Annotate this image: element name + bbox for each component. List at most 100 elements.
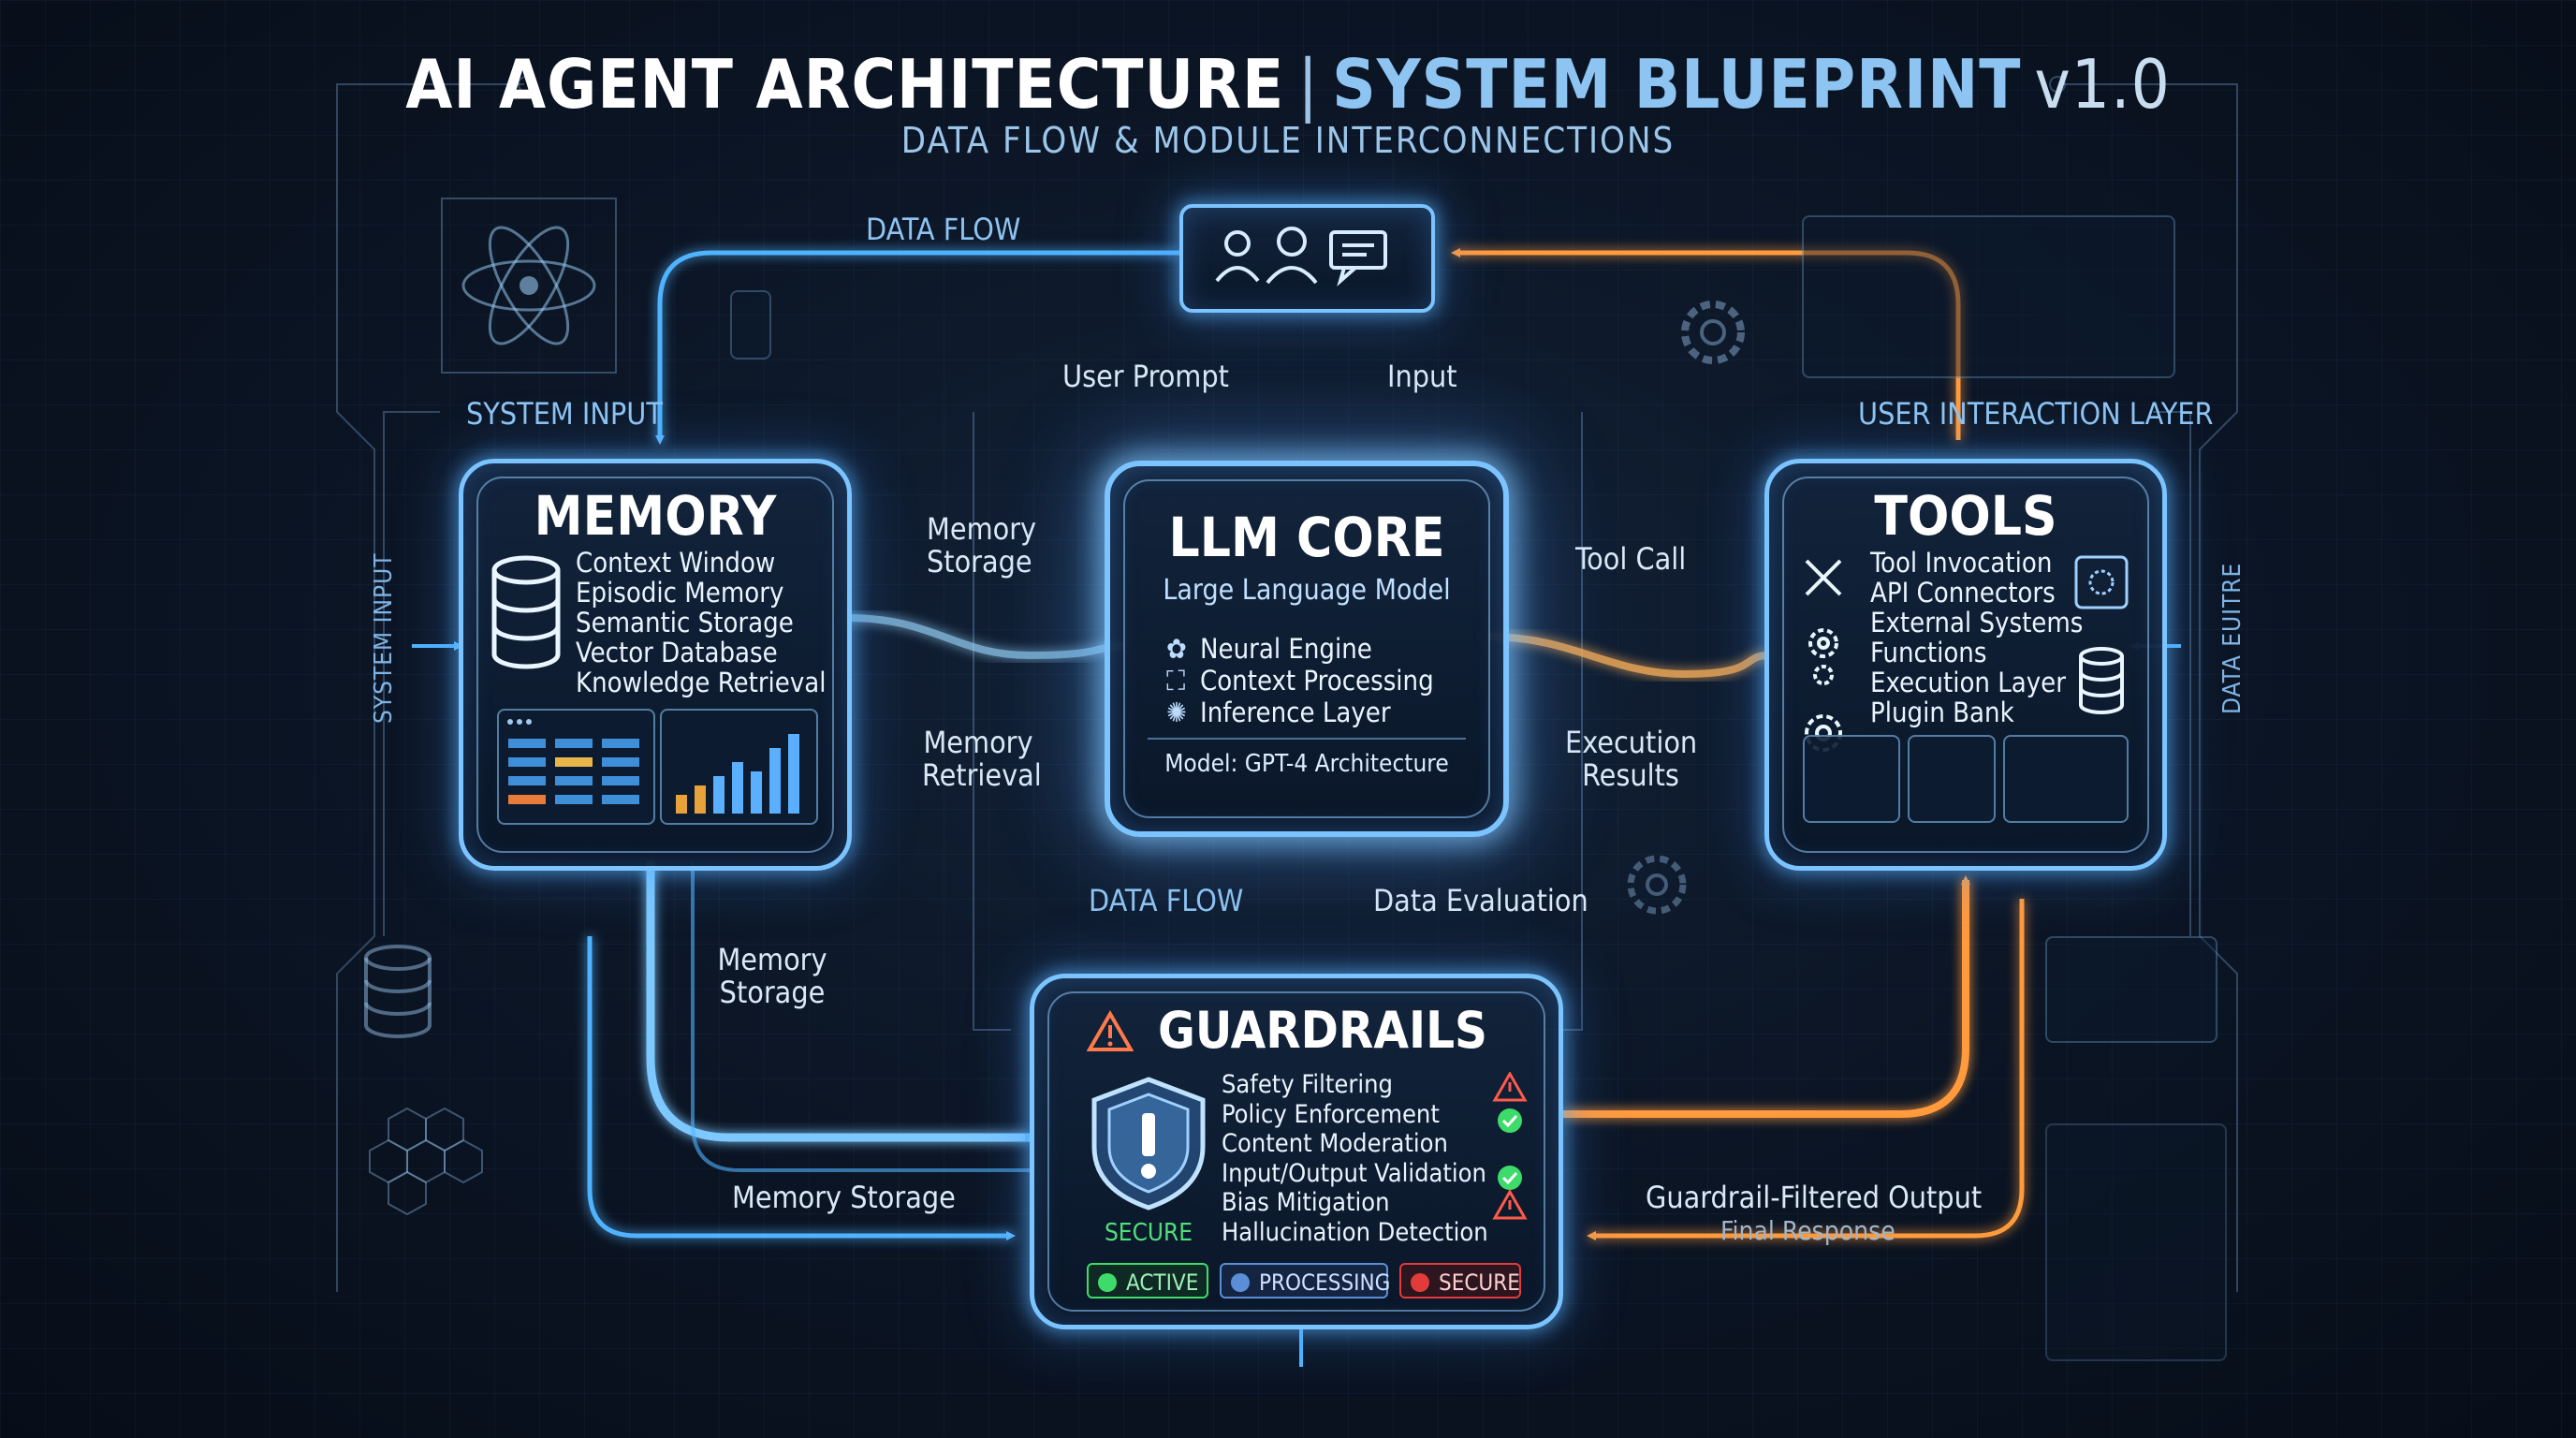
memory-title: MEMORY — [534, 484, 777, 548]
deco-file-icon — [730, 290, 771, 360]
label-user-prompt: User Prompt — [1062, 359, 1229, 394]
llm-core-title: LLM CORE — [1168, 506, 1445, 569]
gear-deco-icon — [1681, 301, 1745, 364]
user-interaction-node — [1179, 204, 1435, 313]
memory-module: MEMORY Context Window Episodic Memory Se… — [459, 459, 852, 871]
tools-item: API Connectors — [1870, 577, 2056, 609]
guardrail-item: Hallucination Detection — [1222, 1217, 1488, 1247]
status-label: SECURE — [1439, 1269, 1520, 1296]
llm-item-label: Inference Layer — [1200, 697, 1391, 728]
gear-icon — [1813, 665, 1834, 685]
gear-deco-icon-2 — [1627, 855, 1687, 915]
memory-table-panel — [497, 709, 655, 825]
atom-icon — [441, 198, 617, 374]
deco-code-panel-1 — [1802, 215, 2175, 378]
label-memory-retrieval-line2: Retrieval — [922, 757, 1042, 794]
label-memory-storage-mid-line2: Storage — [719, 975, 826, 1011]
tools-terminal-panel — [1803, 735, 1900, 823]
status-badge-secure: SECURE — [1399, 1263, 1521, 1299]
label-memory-retrieval-line1: Memory — [923, 725, 1033, 760]
gear-icon — [1808, 628, 1838, 658]
llm-model-label: Model: GPT-4 Architecture — [1164, 750, 1449, 778]
bar-chart-icon — [676, 734, 799, 814]
check-icon — [1498, 1108, 1522, 1133]
memory-items: Context Window Episodic Memory Semantic … — [576, 548, 827, 697]
guardrail-item: Input/Output Validation — [1222, 1158, 1486, 1188]
label-memory-storage-top: Memory Storage — [927, 511, 1037, 580]
database-icon — [491, 555, 561, 669]
database-deco-icon — [364, 945, 432, 1038]
memory-chart-panel — [660, 709, 818, 825]
label-memory-retrieval: Memory Retrieval — [922, 725, 1042, 794]
guardrail-status-icons — [1492, 1072, 1528, 1220]
label-data-vertical: DATA EUITRE — [2218, 562, 2247, 714]
label-memory-storage-top-line1: Memory — [927, 511, 1037, 547]
warning-icon — [1087, 1010, 1134, 1051]
frame-circuits — [336, 76, 2238, 1292]
guardrail-item: Bias Mitigation — [1222, 1188, 1390, 1217]
tools-code-panel — [2003, 735, 2129, 823]
guardrails-module: GUARDRAILS SECURE Safety Filtering Polic… — [1030, 974, 1563, 1329]
inference-layer-icon: ✺ — [1166, 697, 1187, 728]
memory-item: Semantic Storage — [576, 607, 794, 638]
tools-module: TOOLS Tool Invocation API Connectors Ext… — [1764, 459, 2167, 871]
guardrail-item: Content Moderation — [1222, 1129, 1448, 1158]
tools-item: Plugin Bank — [1870, 697, 2014, 728]
llm-item: ✿ Neural Engine — [1166, 633, 1434, 665]
guardrails-items: Safety Filtering Policy Enforcement Cont… — [1222, 1070, 1488, 1247]
label-execution-results: Execution Results — [1565, 726, 1697, 794]
status-label: ACTIVE — [1126, 1269, 1199, 1296]
label-input: Input — [1387, 359, 1457, 394]
title-separator: | — [1297, 45, 1320, 124]
label-memory-storage-mid-line1: Memory — [717, 942, 827, 977]
title-main: AI AGENT ARCHITECTURE — [405, 45, 1285, 124]
llm-item: ✺ Inference Layer — [1166, 697, 1434, 728]
label-final-response: Final Response — [1720, 1215, 1895, 1246]
users-icon — [1277, 227, 1307, 257]
shield-icon — [1091, 1077, 1206, 1211]
table-icon — [507, 719, 639, 804]
tools-item: External Systems — [1870, 607, 2084, 638]
label-execution-results-line2: Results — [1582, 757, 1679, 794]
llm-item: ⛶Context Processing — [1166, 665, 1434, 697]
tools-items: Tool Invocation API Connectors External … — [1870, 548, 2083, 727]
database-icon — [2079, 647, 2124, 714]
label-data-evaluation: Data Evaluation — [1373, 883, 1588, 918]
page-subtitle: DATA FLOW & MODULE INTERCONNECTIONS — [900, 120, 1676, 161]
llm-core-items: ✿ Neural Engine ⛶Context Processing ✺ Infe… — [1166, 633, 1434, 728]
deco-code-panel-2 — [2045, 936, 2217, 1043]
guardrail-item: Policy Enforcement — [1222, 1099, 1440, 1129]
memory-item: Context Window — [576, 547, 776, 579]
plugin-icon — [2074, 555, 2129, 609]
label-system-input: SYSTEM INPUT — [466, 396, 663, 432]
hexagon-grid-icon — [369, 1107, 483, 1216]
check-icon — [1498, 1166, 1522, 1190]
llm-core-module: LLM CORE Large Language Model ✿Neural En… — [1105, 461, 1509, 837]
label-tool-call: Tool Call — [1575, 541, 1687, 577]
tools-icon-column — [1805, 559, 1842, 752]
warning-icon — [1492, 1072, 1528, 1102]
llm-divider — [1148, 738, 1466, 740]
label-memory-storage-top-line2: Storage — [927, 544, 1032, 580]
title-secondary: SYSTEM BLUEPRINT — [1332, 45, 2022, 124]
guardrail-item: Safety Filtering — [1222, 1070, 1393, 1099]
label-data-flow-top: DATA FLOW — [866, 212, 1021, 247]
warning-icon — [1492, 1188, 1528, 1220]
label-memory-storage-bottom: Memory Storage — [732, 1180, 956, 1215]
shield-label: SECURE — [1104, 1219, 1193, 1247]
llm-item-label: Neural Engine — [1200, 633, 1372, 665]
label-memory-storage-mid: Memory Storage — [716, 942, 828, 1011]
status-label: PROCESSING — [1259, 1269, 1391, 1296]
memory-item: Episodic Memory — [576, 577, 784, 609]
status-badge-active: ACTIVE — [1087, 1263, 1208, 1299]
tools-icon — [1805, 559, 1842, 596]
neural-engine-icon: ✿ — [1166, 633, 1187, 665]
tools-title: TOOLS — [1874, 484, 2057, 548]
chat-bubble-icon — [1329, 230, 1387, 270]
tools-item: Tool Invocation — [1870, 547, 2053, 579]
tools-item: Functions — [1870, 637, 1987, 668]
label-data-flow-bottom: DATA FLOW — [1089, 883, 1244, 918]
tools-list-panel — [1908, 735, 1996, 823]
